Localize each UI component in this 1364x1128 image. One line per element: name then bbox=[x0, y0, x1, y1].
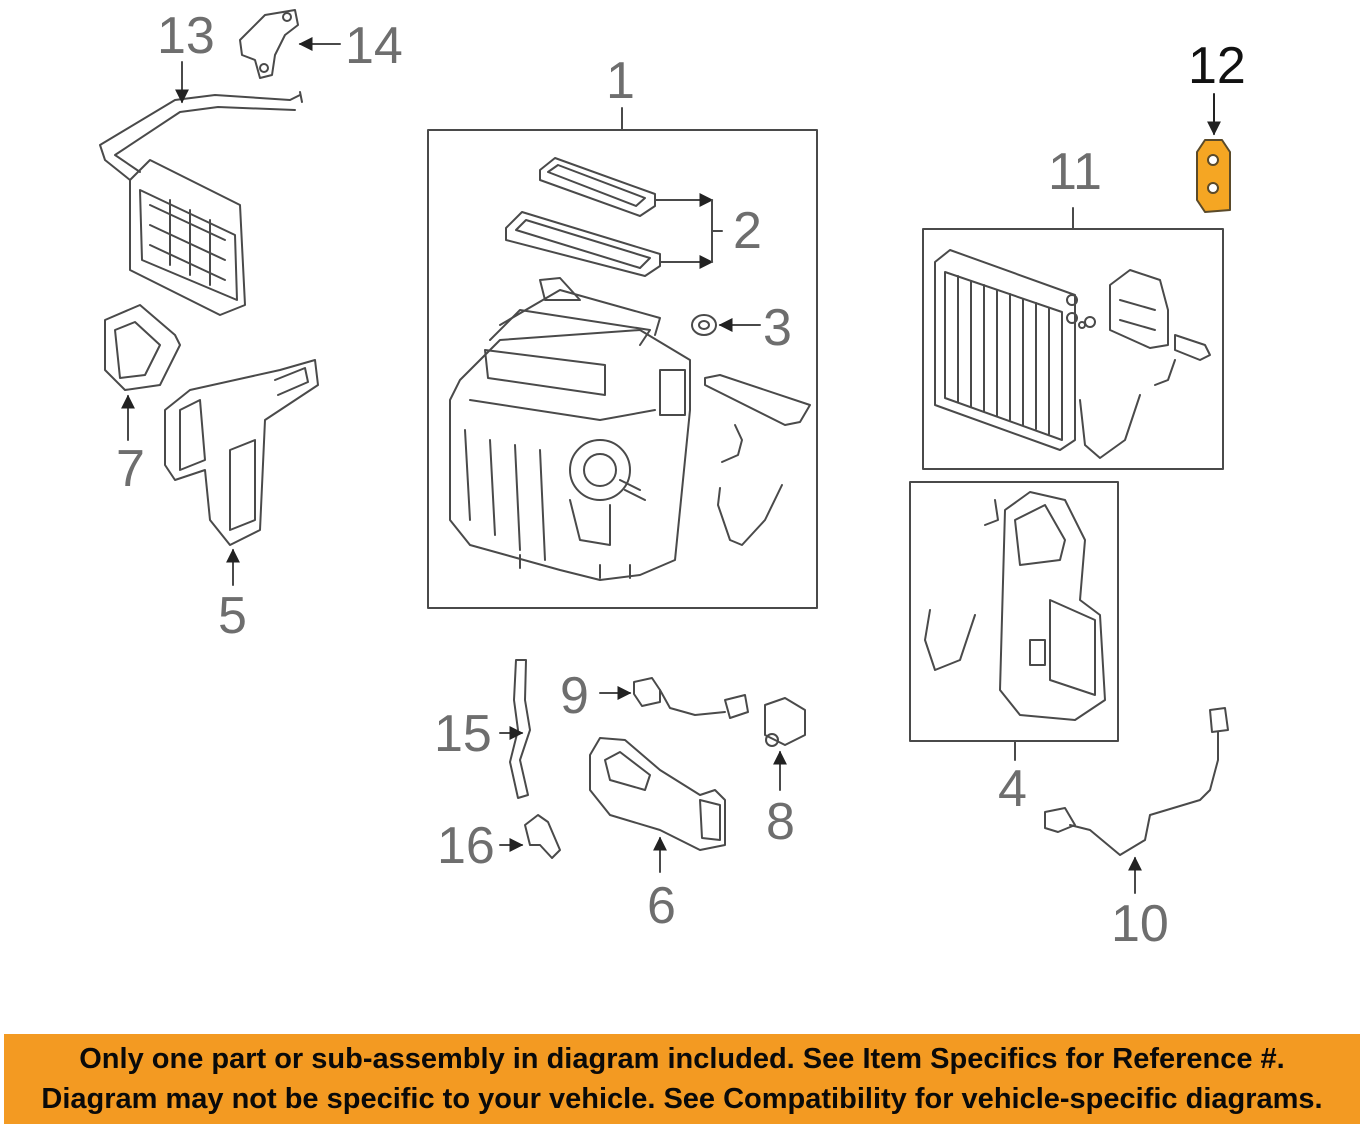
callout-10: 10 bbox=[1111, 895, 1169, 953]
callout-12: 12 bbox=[1188, 37, 1246, 95]
part-2-filter-frames bbox=[505, 157, 723, 277]
part-16-sensor bbox=[499, 814, 561, 859]
hvac-housing bbox=[449, 277, 691, 581]
part-10-harness bbox=[1044, 707, 1229, 894]
part-8-actuator bbox=[764, 697, 806, 791]
part-5-duct bbox=[164, 359, 319, 586]
callout-16: 16 bbox=[437, 817, 495, 875]
callout-8: 8 bbox=[766, 793, 795, 851]
callout-13: 13 bbox=[157, 7, 215, 65]
disclaimer-banner: Only one part or sub-assembly in diagram… bbox=[4, 1034, 1360, 1124]
callout-6: 6 bbox=[647, 877, 676, 935]
assembly-box-4 bbox=[909, 481, 1119, 742]
part-4-blower-housing bbox=[924, 491, 1106, 721]
callout-14: 14 bbox=[345, 17, 403, 75]
callout-3: 3 bbox=[763, 299, 792, 357]
banner-line-2: Diagram may not be specific to your vehi… bbox=[41, 1083, 1323, 1115]
wire-clip-a bbox=[721, 424, 743, 463]
part-12-expansion-valve bbox=[1196, 93, 1231, 213]
assembly-box-11 bbox=[922, 228, 1224, 470]
callout-9: 9 bbox=[560, 667, 589, 725]
callout-2: 2 bbox=[733, 202, 762, 260]
part-9-harness bbox=[599, 677, 749, 719]
part-11-evaporator bbox=[934, 249, 1211, 459]
callout-15: 15 bbox=[434, 705, 492, 763]
part-6-duct bbox=[589, 737, 726, 873]
seal-strip bbox=[704, 374, 811, 426]
parts-diagram bbox=[99, 9, 1231, 894]
callout-1: 1 bbox=[606, 52, 635, 110]
callout-5: 5 bbox=[218, 587, 247, 645]
callout-7: 7 bbox=[116, 440, 145, 498]
banner-line-1: Only one part or sub-assembly in diagram… bbox=[79, 1043, 1285, 1075]
callout-11: 11 bbox=[1048, 143, 1102, 201]
callout-4: 4 bbox=[998, 760, 1027, 818]
part-14-bracket bbox=[239, 9, 341, 79]
part-7-bracket bbox=[104, 304, 181, 441]
part-15-drain-hose bbox=[499, 659, 531, 799]
part-13-heater-core bbox=[99, 61, 303, 316]
wire-harness-a bbox=[717, 484, 783, 546]
part-3-grommet bbox=[691, 314, 761, 336]
